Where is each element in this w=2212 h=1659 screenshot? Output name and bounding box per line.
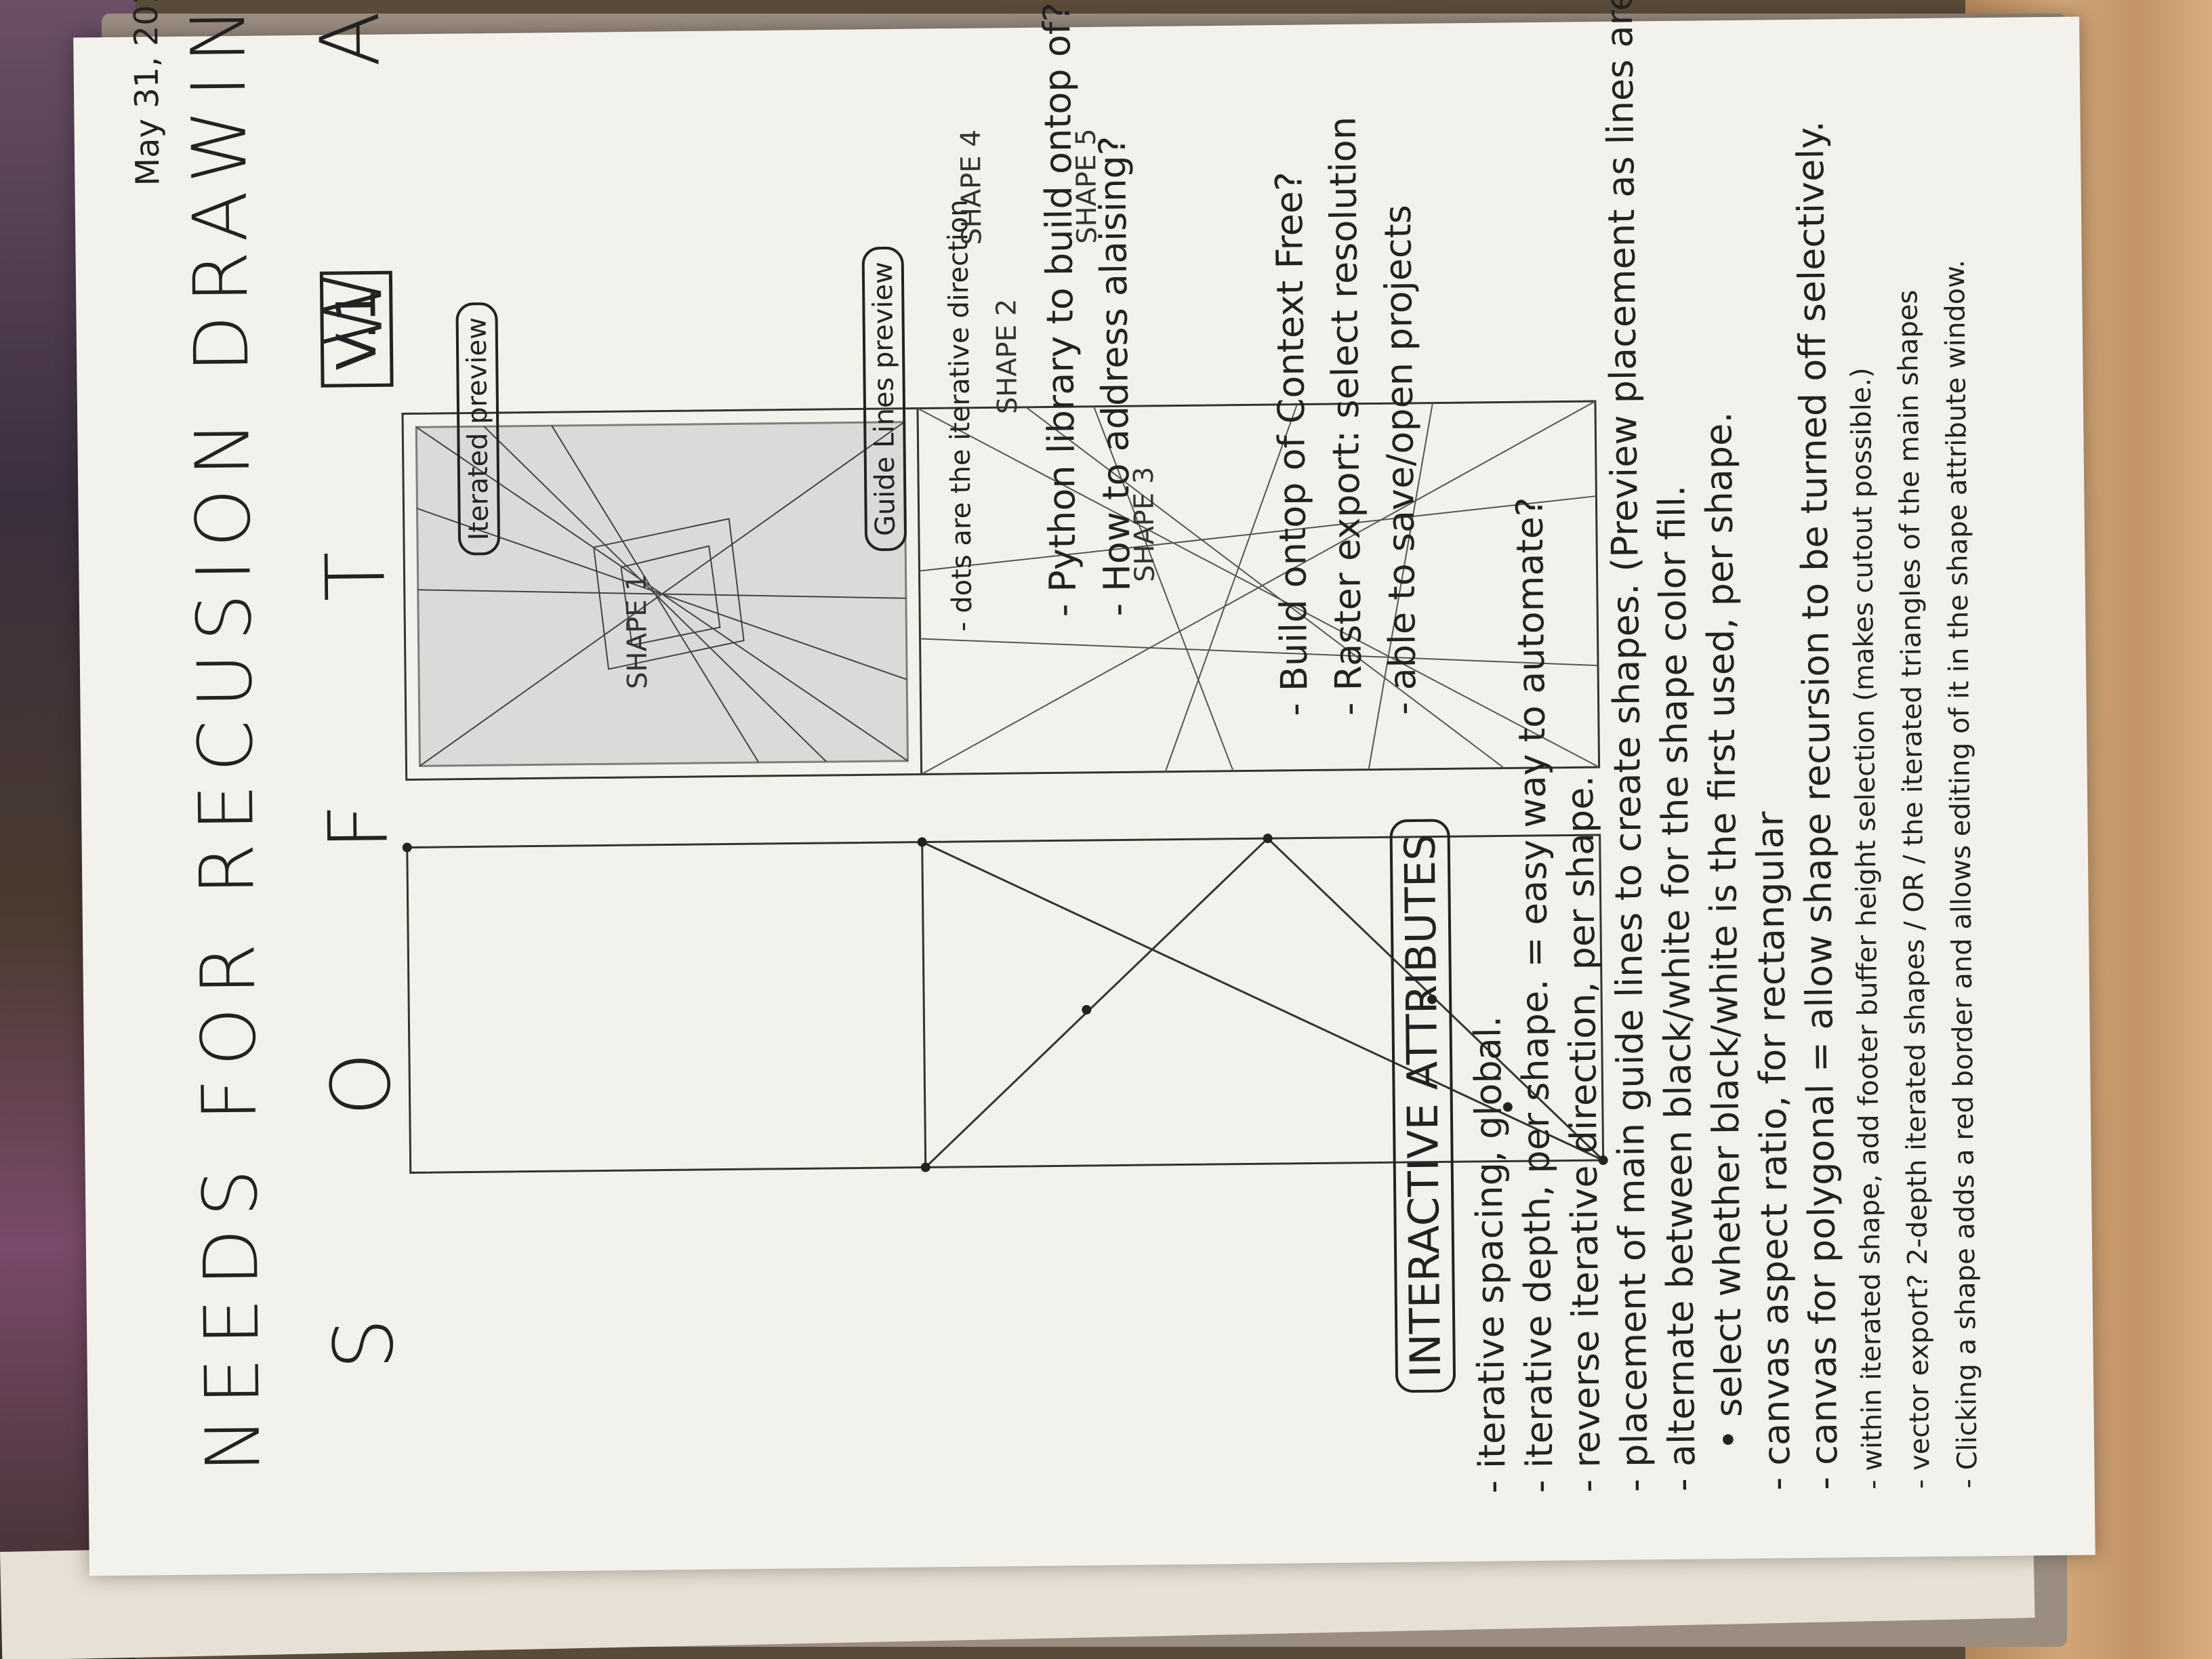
shape-label-4: SHAPE 4 bbox=[955, 129, 988, 245]
version-label: V.1 bbox=[319, 270, 394, 388]
shape-label-2: SHAPE 2 bbox=[991, 298, 1024, 415]
notebook-page: May 31, 2014 NEEDS FOR RECUSION DRAWING … bbox=[73, 0, 2095, 1576]
guide-lines-label: Guide Lines preview bbox=[861, 246, 907, 552]
side-note-1: - Python library to build ontop of? bbox=[1035, 2, 1085, 617]
side-note-4: - Raster export: select resolution bbox=[1321, 116, 1370, 716]
attribute-item: - vector export? 2-depth iterated shapes… bbox=[1892, 289, 1936, 1490]
iterated-preview-drawing bbox=[401, 400, 1601, 781]
guide-lines-drawing bbox=[402, 834, 1608, 1174]
attribute-item: • select whether black/white is the firs… bbox=[1697, 411, 1751, 1451]
attribute-item: - Clicking a shape adds a red border and… bbox=[1939, 259, 1984, 1489]
sketch-drawings bbox=[401, 400, 1608, 1174]
attribute-item: - canvas aspect ratio, for rectangular bbox=[1748, 811, 1799, 1491]
attribute-item: - within iterated shape, add footer buff… bbox=[1845, 367, 1889, 1490]
attribute-item: - iterative spacing, global. bbox=[1466, 1015, 1514, 1494]
shape-label-1: SHAPE 1 bbox=[621, 573, 654, 690]
page-subtitle: S O F T W A R E bbox=[297, 0, 412, 1370]
interactive-attributes-heading: INTERACTIVE ATTRIBUTES bbox=[1389, 819, 1456, 1393]
attribute-item: - reverse iterative direction, per shape… bbox=[1558, 775, 1609, 1493]
attribute-item: - alternate between black/white for the … bbox=[1650, 485, 1704, 1492]
side-note-3: - Build ontop of Context Free? bbox=[1267, 171, 1316, 717]
guide-lines-note: - dots are the iterative direction bbox=[942, 199, 979, 632]
date-text: May 31, 2014 bbox=[127, 0, 167, 186]
side-note-5: - able to save/open projects bbox=[1376, 204, 1425, 716]
page-title: NEEDS FOR RECUSION DRAWING bbox=[173, 0, 277, 1473]
side-note-2: - How to address alaising? bbox=[1090, 136, 1139, 617]
attribute-item: - canvas for polygonal = allow shape rec… bbox=[1788, 120, 1846, 1490]
page-text-layer: May 31, 2014 NEEDS FOR RECUSION DRAWING … bbox=[73, 0, 2095, 1576]
iterated-preview-label: Iterated preview bbox=[455, 302, 501, 556]
attribute-item: - iterative depth, per shape. = easy way… bbox=[1508, 497, 1561, 1494]
